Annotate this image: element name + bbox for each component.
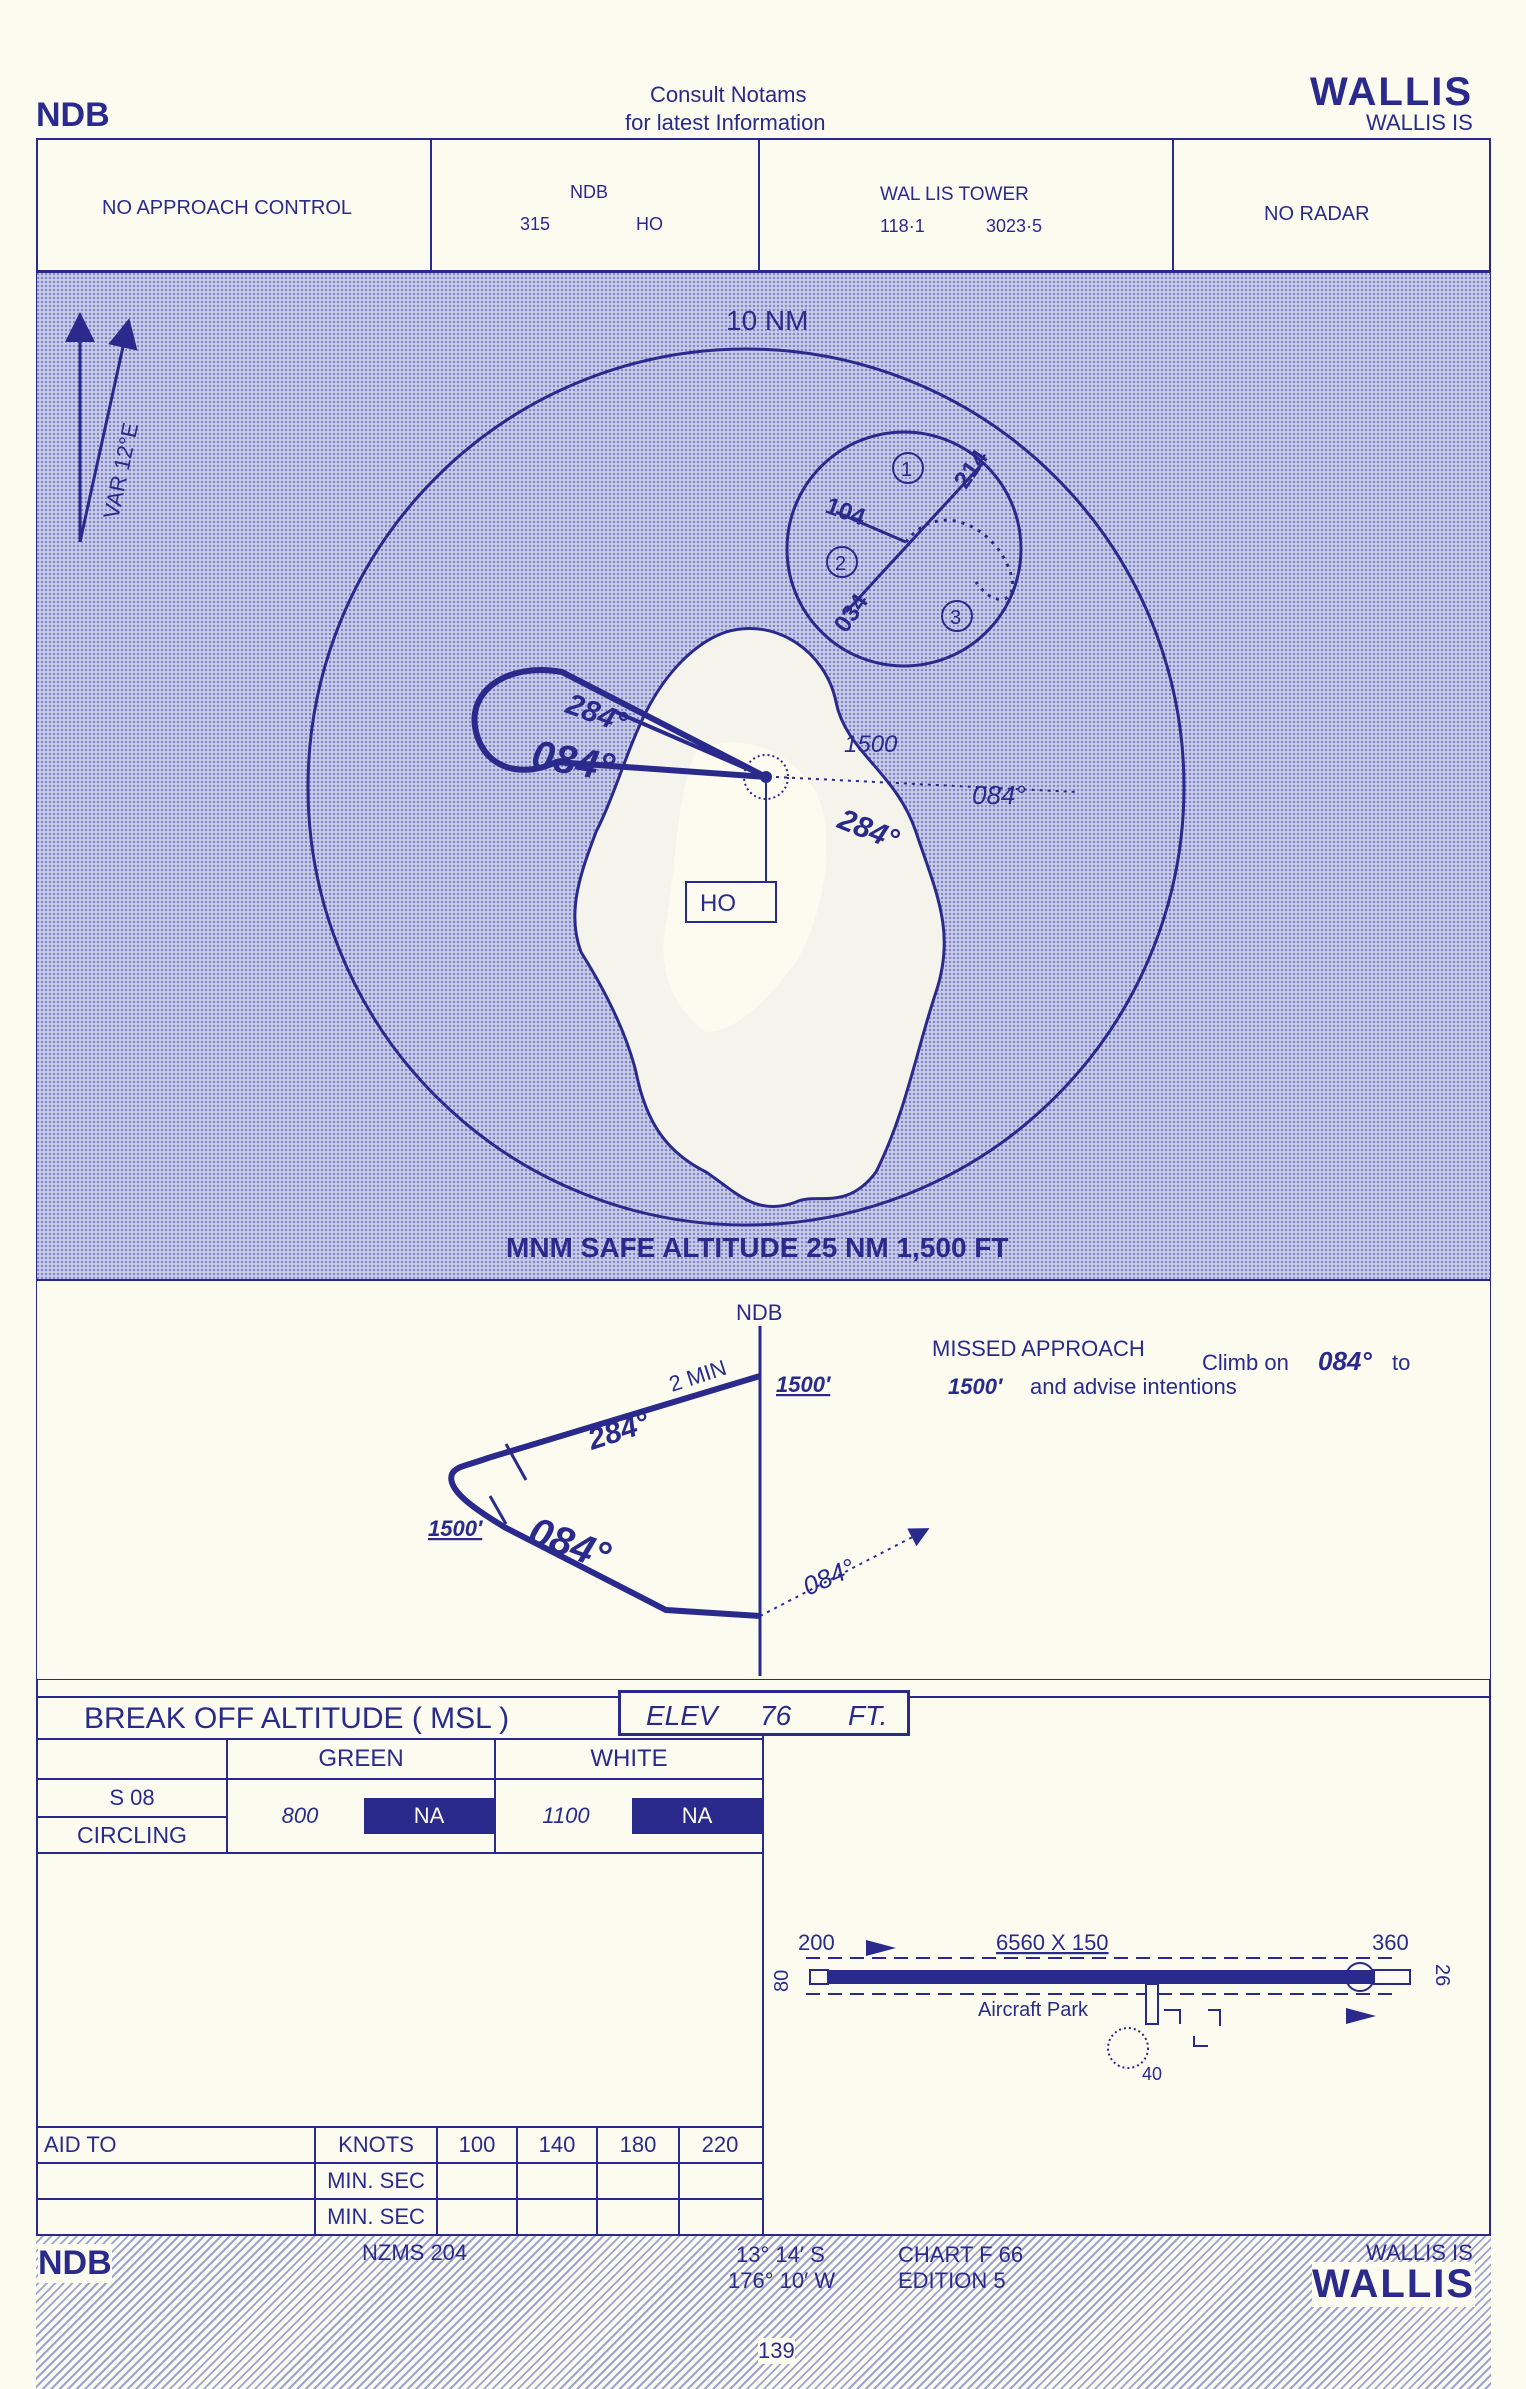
missed-text-to: to [1392,1350,1410,1375]
elevation-value: 76 [760,1700,792,1731]
profile-bearing-284: 284° [583,1406,654,1457]
footer-latitude: 13° 14′ S [736,2242,825,2267]
page-number: 139 [758,2338,795,2364]
profile-altitude-left: 1500′ [428,1516,484,1541]
green-minimum: 800 [281,1803,319,1828]
tower-frequency-1: 118·1 [880,216,925,236]
runway-right-number: 360 [1372,1930,1409,1955]
footer-approach-type: NDB [38,2244,112,2283]
aid-to-label: AID TO [44,2132,117,2157]
range-label: 10 NM [726,305,808,336]
sector-2: 2 [835,553,846,575]
minsec-label-2: MIN. SEC [327,2204,425,2229]
approach-type-title: NDB [36,96,110,134]
row-circling-label: CIRCLING [77,1821,187,1848]
row-s08-label: S 08 [109,1785,155,1810]
runway-right-elevation: 26 [1431,1964,1453,1986]
sector-3: 3 [950,607,961,629]
tower-label: WAL LIS TOWER [880,184,1029,205]
aerodrome-ndb [1107,2027,1149,2069]
ndb-frequency: 315 [520,214,551,234]
runway-dimensions: 6560 X 150 [996,1930,1109,1955]
ndb-ident-label: HO [700,890,736,917]
profile-ndb-label: NDB [736,1300,782,1325]
bearing-084-missed: 084° [972,780,1026,810]
airport-title: WALLIS [1310,70,1474,114]
missed-text-altitude: 1500′ [948,1374,1004,1399]
footer-nzms: NZMS 204 [362,2240,468,2265]
missed-text-advise: and advise intentions [1030,1374,1237,1399]
altitude-1500-plan: 1500 [844,731,898,758]
aircraft-park-label: Aircraft Park [978,1999,1089,2021]
missed-text-climb: Climb on [1202,1350,1289,1375]
aerodrome-diagram: 200 6560 X 150 360 80 26 Aircraft Park 4… [771,1930,1453,2084]
approach-control-status: NO APPROACH CONTROL [102,197,353,219]
footer-subtitle: WALLIS IS [1366,2240,1473,2265]
profile-bearing-missed: 084° [798,1552,859,1601]
speed-220: 220 [701,2132,739,2157]
white-minimum: 1100 [542,1803,590,1828]
elevation-label: ELEV [646,1700,718,1731]
airport-subtitle: WALLIS IS [1366,110,1473,135]
footer-airport-title: WALLIS [1312,2262,1476,2307]
missed-text-heading: 084° [1318,1346,1372,1376]
info-bar [36,138,1491,272]
missed-approach-title: MISSED APPROACH [932,1336,1145,1361]
speed-100: 100 [458,2132,496,2157]
plan-view: 10 NM VAR 12°E 104 214 034 1 2 3 HO 284°… [36,272,1491,1280]
footer-edition: EDITION 5 [898,2268,1006,2293]
green-header: GREEN [318,1745,404,1772]
runway-left-number: 200 [798,1930,835,1955]
break-off-title: BREAK OFF ALTITUDE ( MSL ) [84,1702,510,1735]
speed-140: 140 [538,2132,576,2157]
profile-track [448,1373,761,1619]
range-ring [306,347,1186,1227]
ndb-label: NDB [570,182,609,202]
sector-entry-circle [785,430,1023,668]
footer-chart: CHART F 66 [898,2242,1024,2267]
profile-bearing-084: 084° [523,1509,617,1579]
knots-label: KNOTS [338,2132,414,2157]
notams-notice-line2: for latest Information [625,110,826,135]
ndb-ident: HO [636,214,663,234]
notams-notice-line1: Consult Notams [650,82,807,107]
runway [810,1970,1410,1984]
tower-frequency-2: 3023·5 [986,216,1043,236]
elevation-box [618,1690,910,1736]
green-na: NA [364,1798,494,1834]
white-header: WHITE [590,1745,668,1772]
footer-longitude: 176° 10′ W [728,2268,836,2293]
white-na: NA [632,1798,762,1834]
procedure-track [471,667,768,780]
profile-view: NDB 2 MIN 1500′ 284° 084° 1500′ 084° MIS… [36,1280,1491,1680]
radar-status: NO RADAR [1264,203,1370,225]
ndb-symbol [743,754,789,800]
aerodrome-ndb-number: 40 [1142,2064,1162,2084]
msa-label: MNM SAFE ALTITUDE 25 NM 1,500 FT [506,1232,1009,1263]
runway-left-elevation: 80 [771,1970,793,1992]
speed-180: 180 [619,2132,657,2157]
elevation-unit: FT. [848,1700,888,1731]
sector-1: 1 [901,459,912,481]
minsec-label-1: MIN. SEC [327,2168,425,2193]
profile-altitude-top: 1500′ [776,1372,832,1397]
